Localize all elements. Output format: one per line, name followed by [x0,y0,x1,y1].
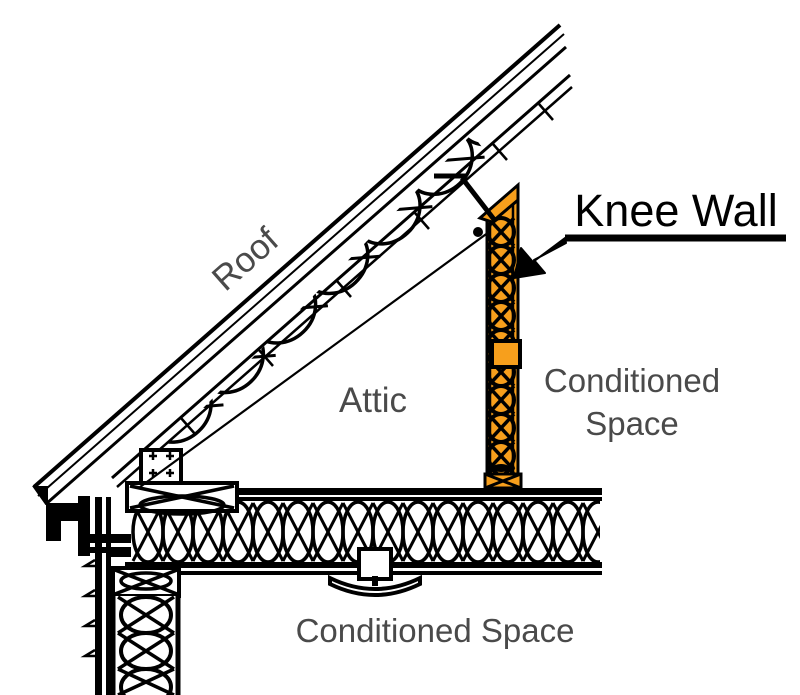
label-conditioned-space-right-line1: Conditioned [544,362,720,399]
roof-rafter-ticks [180,103,554,435]
truss-connector-plate [125,448,239,516]
attic-diagonal-line [139,231,490,488]
label-knee-wall: Knee Wall [574,185,777,236]
recessed-light-fixture [328,547,422,597]
knee-wall-callout-arrow [513,234,786,279]
label-attic: Attic [339,381,407,420]
attic-floor-assembly [125,488,602,597]
roof-rafter-underside [111,73,573,488]
knee-wall-bottom-plate [483,472,523,490]
floor-top-plate [125,488,602,495]
label-conditioned-space-right-line2: Space [585,405,679,442]
exterior-wall-batt-insulation [117,595,175,695]
electrical-outlet-box [490,339,522,369]
knee-wall [434,173,523,490]
roof-sheathing-lines [32,23,567,506]
knee-wall-top-bevel [434,173,520,237]
exterior-wall-assembly [80,497,181,695]
exterior-sheathing [95,497,102,695]
label-conditioned-space-bottom: Conditioned Space [296,612,575,649]
